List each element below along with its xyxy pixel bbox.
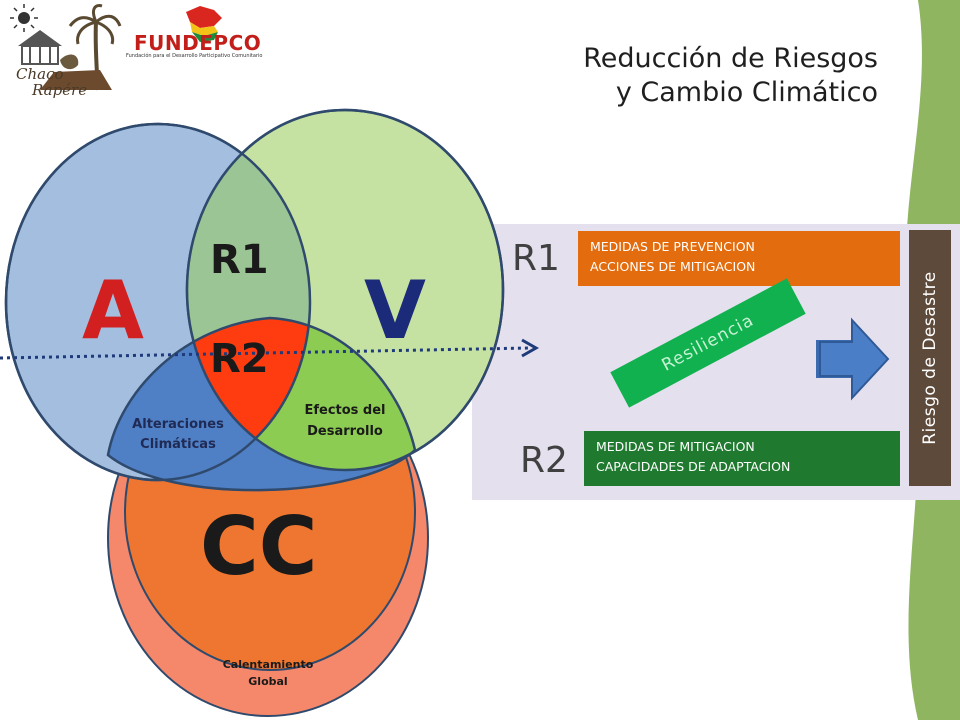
page-title: Reducción de Riesgos y Cambio Climático [458, 42, 878, 110]
right-r1-label: R1 [512, 238, 560, 279]
dotted-arrow-head [521, 338, 540, 358]
fundepco-logo: FUNDEPCO Fundación para el Desarrollo Pa… [120, 6, 292, 64]
flag-map-icon [186, 6, 222, 42]
r2-box-line1: MEDIDAS DE MITIGACION [596, 439, 755, 454]
chaco-logo-text: Chaco Rapére [16, 66, 87, 98]
label-alteraciones: Alteraciones Climáticas [108, 415, 248, 455]
alteraciones-line1: Alteraciones [132, 417, 224, 432]
alteraciones-line2: Climáticas [140, 437, 216, 452]
dotted-arrow-line [0, 346, 531, 360]
efectos-line2: Desarrollo [307, 424, 383, 439]
house-icon [18, 30, 62, 65]
logo-chaco-rapere [10, 4, 122, 91]
r2-box-line2: CAPACIDADES DE ADAPTACION [596, 459, 791, 474]
arrow-right-icon [816, 317, 890, 401]
label-calentamiento: Calentamiento Global [198, 656, 338, 690]
fundepco-title: FUNDEPCO [134, 31, 262, 55]
calentamiento-line2: Global [248, 675, 288, 688]
r1-measures-box: MEDIDAS DE PREVENCION ACCIONES DE MITIGA… [578, 231, 900, 286]
riesgo-bar: Riesgo de Desastre [909, 230, 951, 486]
lens-outline [106, 316, 417, 492]
label-a: A [82, 264, 144, 357]
label-r2: R2 [210, 336, 269, 382]
fundepco-subtitle: Fundación para el Desarrollo Participati… [126, 53, 263, 59]
efectos-line1: Efectos del [304, 403, 386, 418]
r2-measures-box: MEDIDAS DE MITIGACION CAPACIDADES DE ADA… [584, 431, 900, 486]
label-r1: R1 [210, 237, 269, 283]
chaco-line2: Rapére [32, 81, 88, 99]
label-efectos: Efectos del Desarrollo [275, 400, 415, 442]
r1-box-line1: MEDIDAS DE PREVENCION [590, 239, 755, 254]
label-v: V [364, 264, 426, 357]
label-cc: CC [200, 500, 318, 593]
chaco-line1: Chaco [16, 65, 64, 83]
title-line2: y Cambio Climático [615, 77, 878, 108]
right-r2-label: R2 [520, 440, 568, 481]
sun-icon [10, 4, 38, 32]
title-line1: Reducción de Riesgos [583, 43, 878, 74]
r1-box-line2: ACCIONES DE MITIGACION [590, 259, 756, 274]
riesgo-label: Riesgo de Desastre [920, 271, 940, 445]
palm-tree-icon [40, 4, 122, 91]
calentamiento-line1: Calentamiento [222, 658, 314, 671]
